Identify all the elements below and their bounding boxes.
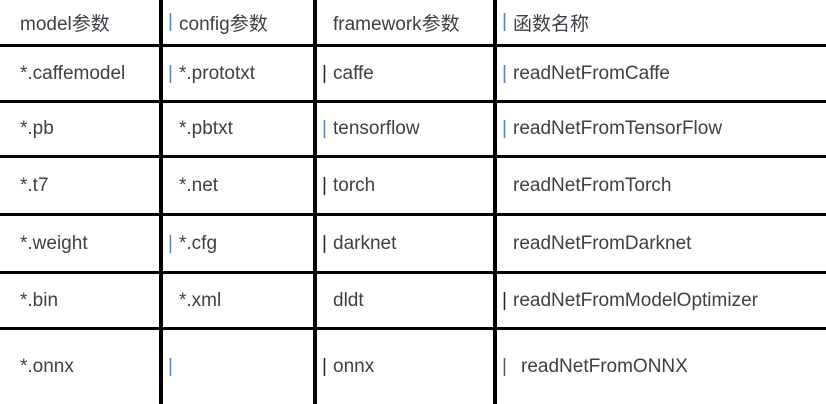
table-cell: | readNetFromCaffe xyxy=(497,47,826,103)
pipe-glyph: | xyxy=(502,118,507,139)
table-cell: | xyxy=(163,330,317,404)
table-cell: *.caffemodel xyxy=(0,47,163,103)
table-cell: *.xml xyxy=(163,274,317,330)
cell-text: *.caffemodel xyxy=(20,62,126,84)
header-cell-config: | config参数 xyxy=(163,0,317,47)
pipe-glyph: | xyxy=(502,62,507,84)
table-cell: *.weight xyxy=(0,216,163,274)
cell-text: *.pb xyxy=(20,118,54,139)
pipe-glyph: | xyxy=(322,232,327,254)
table-cell: | tensorflow xyxy=(317,103,497,158)
cell-text: *.weight xyxy=(20,232,88,254)
cell-text: *.onnx xyxy=(20,356,74,377)
table-cell: readNetFromDarknet xyxy=(497,216,826,274)
cell-text: tensorflow xyxy=(333,118,420,139)
cell-text: readNetFromModelOptimizer xyxy=(513,289,758,311)
cell-text: readNetFromONNX xyxy=(521,356,688,377)
table-cell: | darknet xyxy=(317,216,497,274)
cell-text: torch xyxy=(333,174,376,196)
table-cell: | readNetFromONNX xyxy=(497,330,826,404)
pipe-glyph: | xyxy=(168,232,173,254)
table-cell: | readNetFromTensorFlow xyxy=(497,103,826,158)
cell-text: *.pbtxt xyxy=(179,118,233,139)
cell-text: readNetFromTorch xyxy=(513,174,672,196)
cell-text: config参数 xyxy=(179,13,268,35)
pipe-glyph: | xyxy=(502,289,507,311)
table-cell: | caffe xyxy=(317,47,497,103)
pipe-glyph: | xyxy=(322,118,327,139)
table-cell: | torch xyxy=(317,158,497,216)
cell-text: *.xml xyxy=(179,289,222,311)
cell-text: *.t7 xyxy=(20,174,49,196)
table-cell: | readNetFromModelOptimizer xyxy=(497,274,826,330)
cell-text: dldt xyxy=(333,289,364,311)
pipe-glyph: | xyxy=(168,62,173,84)
pipe-glyph: | xyxy=(168,11,173,32)
cell-text: *.prototxt xyxy=(179,62,256,84)
cell-text: framework参数 xyxy=(333,13,460,35)
table-cell: *.pb xyxy=(0,103,163,158)
cell-text: readNetFromCaffe xyxy=(513,62,670,84)
table-cell: | *.prototxt xyxy=(163,47,317,103)
pipe-glyph: | xyxy=(502,11,507,32)
header-cell-framework: framework参数 xyxy=(317,0,497,47)
pipe-glyph: | xyxy=(322,356,327,377)
table-cell: *.t7 xyxy=(0,158,163,216)
table-cell: readNetFromTorch xyxy=(497,158,826,216)
pipe-glyph: | xyxy=(502,356,507,377)
cell-text: 函数名称 xyxy=(513,13,590,35)
cell-text: model参数 xyxy=(20,13,110,35)
table-cell: *.pbtxt xyxy=(163,103,317,158)
table-cell: *.net xyxy=(163,158,317,216)
table-cell: | *.cfg xyxy=(163,216,317,274)
cell-text: onnx xyxy=(333,356,375,377)
pipe-glyph: | xyxy=(322,174,327,196)
cell-text: darknet xyxy=(333,232,397,254)
table-cell: dldt xyxy=(317,274,497,330)
cell-text: readNetFromDarknet xyxy=(513,232,692,254)
cell-text: *.cfg xyxy=(179,232,218,254)
table-cell: | onnx xyxy=(317,330,497,404)
cell-text: *.bin xyxy=(20,289,59,311)
header-cell-function: | 函数名称 xyxy=(497,0,826,47)
table-cell: *.onnx xyxy=(0,330,163,404)
cell-text: readNetFromTensorFlow xyxy=(513,118,723,139)
pipe-glyph: | xyxy=(168,356,173,377)
pipe-glyph: | xyxy=(322,62,327,84)
header-cell-model: model参数 xyxy=(0,0,163,47)
cell-text: caffe xyxy=(333,62,374,84)
cell-text: *.net xyxy=(179,174,219,196)
table-cell: *.bin xyxy=(0,274,163,330)
